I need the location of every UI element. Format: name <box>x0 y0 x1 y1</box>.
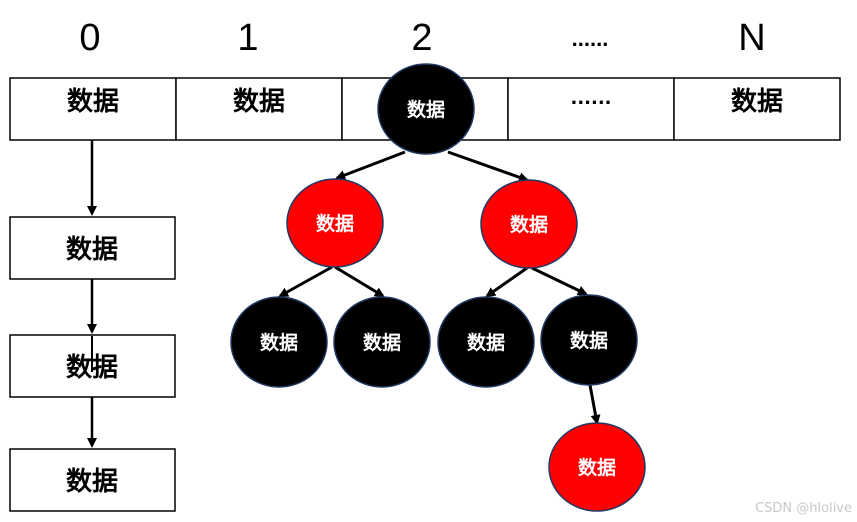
tree-edge-root-left <box>335 150 406 180</box>
tree-node-leaf-1-label: 数据 <box>260 331 298 354</box>
array-cell-0 <box>9 77 177 141</box>
index-label-n: N <box>738 17 765 59</box>
tree-node-red-left-label: 数据 <box>316 212 354 235</box>
array-cell-3-label: ...... <box>570 88 611 109</box>
tree-node-leaf-4-label: 数据 <box>570 329 608 352</box>
tree-edge-left-leaf2 <box>334 265 385 298</box>
array-cell-4-label: 数据 <box>731 87 783 117</box>
list-node-1 <box>9 216 176 280</box>
tree-node-leaf-3-label: 数据 <box>467 331 505 354</box>
index-label-2: 2 <box>411 17 432 59</box>
index-label-1: 1 <box>237 17 258 59</box>
tree-node-leaf-2 <box>333 296 431 388</box>
index-label-ellipsis: ...... <box>572 26 609 51</box>
tree-edge-leaf4-bottom <box>588 384 601 425</box>
tree-edge-right-leaf3 <box>485 266 528 298</box>
tree-node-red-left <box>286 178 384 268</box>
watermark: CSDN @hlolive <box>755 501 852 516</box>
index-label-0: 0 <box>79 17 100 59</box>
list-node-3-label: 数据 <box>66 467 118 497</box>
tree-edge-root-right <box>447 150 529 183</box>
array-cell-0-label: 数据 <box>67 87 119 117</box>
tree-node-leaf-1 <box>230 296 328 388</box>
array-cell-1-label: 数据 <box>233 87 285 117</box>
array-cell-4 <box>673 77 841 141</box>
tree-node-leaf-4 <box>540 294 638 386</box>
tree-node-root-label: 数据 <box>407 98 445 121</box>
array-cell-1 <box>175 77 343 141</box>
list-node-3 <box>9 448 176 512</box>
tree-node-red-right-label: 数据 <box>510 213 548 236</box>
tree-node-leaf-3 <box>437 296 535 388</box>
tree-node-red-right <box>480 179 578 269</box>
list-node-1-label: 数据 <box>66 235 118 265</box>
tree-edge-left-leaf1 <box>278 265 333 298</box>
tree-node-leaf-2-label: 数据 <box>363 331 401 354</box>
tree-edge-right-leaf4 <box>531 266 588 296</box>
tree-node-bottom-red <box>548 422 646 512</box>
tree-node-bottom-red-label: 数据 <box>578 456 616 479</box>
tree-node-root <box>377 63 475 155</box>
